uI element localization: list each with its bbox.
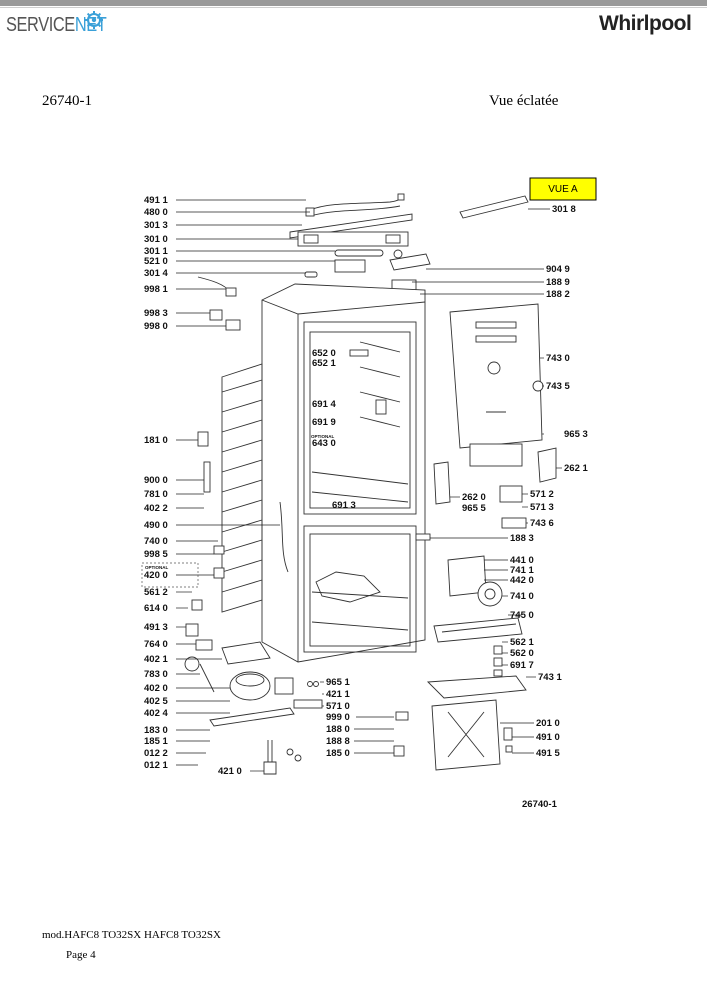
part-label: 691 3: [332, 500, 356, 511]
part-label: 301 1: [144, 246, 168, 257]
part-label: 188 9: [546, 277, 570, 288]
part-label: 262 1: [564, 463, 588, 474]
part-label: 402 0: [144, 683, 168, 694]
part-label: 181 0: [144, 435, 168, 446]
part-label: 741 0: [510, 591, 534, 602]
part-label: 491 5: [536, 748, 560, 759]
part-label: 185 1: [144, 736, 168, 747]
part-label: 998 3: [144, 308, 168, 319]
part-label: 743 6: [530, 518, 554, 529]
part-label: 691 7: [510, 660, 534, 671]
drawing-reference: 26740-1: [522, 799, 558, 810]
part-label: 012 2: [144, 748, 168, 759]
header-rule: [0, 7, 707, 8]
part-label: 491 0: [536, 732, 560, 743]
part-label: 442 0: [510, 575, 534, 586]
part-label: 402 4: [144, 708, 168, 719]
part-label: 420 0: [144, 570, 168, 581]
part-label: 614 0: [144, 603, 168, 614]
header-bar: [0, 0, 707, 6]
part-label: 745 0: [510, 610, 534, 621]
part-label: 691 4: [312, 399, 336, 410]
part-label: 188 8: [326, 736, 350, 747]
optional-box: [141, 562, 199, 588]
leader-lines-left: [176, 199, 335, 772]
part-label: 188 3: [510, 533, 534, 544]
part-label: 421 1: [326, 689, 350, 700]
part-label: 571 0: [326, 701, 350, 712]
whirlpool-logo: Whirlpool: [599, 12, 692, 35]
part-label: 402 1: [144, 654, 168, 665]
condenser-coil: [184, 363, 289, 672]
part-label: 741 1: [510, 565, 534, 576]
fan-heater: [393, 555, 527, 771]
part-label: 691 9: [312, 417, 336, 428]
part-label: 965 3: [564, 429, 588, 440]
view-badge: VUE A: [548, 184, 578, 195]
part-label: 562 1: [510, 637, 534, 648]
part-label: 998 1: [144, 284, 168, 295]
part-label: 012 1: [144, 760, 168, 771]
part-label: 301 8: [552, 204, 576, 215]
part-label: 743 0: [546, 353, 570, 364]
right-callouts: 301 8 904 9 188 9 188 2 743 0 743 5 965 …: [462, 204, 588, 759]
part-label: 183 0: [144, 725, 168, 736]
view-badge-box: [529, 177, 597, 201]
optional-label: OPTIONAL: [145, 565, 169, 570]
part-label: 999 0: [326, 712, 350, 723]
page-number: Page 4: [66, 949, 96, 961]
part-label: 900 0: [144, 475, 168, 486]
part-label: 188 2: [546, 289, 570, 300]
model-reference: mod.HAFC8 TO32SX HAFC8 TO32SX: [42, 929, 221, 941]
optional-label: OPTIONAL: [311, 434, 335, 439]
bottom-callouts: 965 1 421 1 571 0 999 0 188 0 188 8 185 …: [326, 677, 350, 759]
part-label: 571 2: [530, 489, 554, 500]
part-label: 781 0: [144, 489, 168, 500]
part-label: 740 0: [144, 536, 168, 547]
part-label: 402 5: [144, 696, 168, 707]
part-label: 904 9: [546, 264, 570, 275]
part-label: 301 4: [144, 268, 168, 279]
part-label: 652 1: [312, 358, 336, 369]
part-label: 185 0: [326, 748, 350, 759]
part-label: 998 5: [144, 549, 168, 560]
leader-lines-right: [320, 208, 562, 754]
part-label: 491 1: [144, 195, 168, 206]
part-label: 301 3: [144, 220, 168, 231]
part-label: 571 3: [530, 502, 554, 513]
part-label: 301 0: [144, 234, 168, 245]
part-label: 643 0: [312, 438, 336, 449]
part-label: 743 1: [538, 672, 562, 683]
part-label: 521 0: [144, 256, 168, 267]
part-label: 965 5: [462, 503, 486, 514]
part-label: 562 0: [510, 648, 534, 659]
part-label: 743 5: [546, 381, 570, 392]
part-label: 965 1: [326, 677, 350, 688]
part-label: 783 0: [144, 669, 168, 680]
part-label: 262 0: [462, 492, 486, 503]
part-label: 998 0: [144, 321, 168, 332]
part-label: 188 0: [326, 724, 350, 735]
part-label: 480 0: [144, 207, 168, 218]
part-label: 764 0: [144, 639, 168, 650]
part-label: 652 0: [312, 348, 336, 359]
gear-icon: [85, 11, 103, 29]
inner-callouts: 652 0 652 1 691 4 691 9 643 0 691 3: [312, 348, 356, 511]
document-number: 26740-1: [42, 93, 92, 109]
exploded-view-diagram: VUE A: [141, 177, 597, 810]
cabinet: [261, 283, 426, 663]
compressor-area: [199, 641, 323, 775]
part-label: 561 2: [144, 587, 168, 598]
part-label: 490 0: [144, 520, 168, 531]
left-callouts: 491 1 480 0 301 3 301 0 301 1 521 0 301 …: [144, 195, 242, 777]
part-label: 201 0: [536, 718, 560, 729]
part-label: 491 3: [144, 622, 168, 633]
part-label: 441 0: [510, 555, 534, 566]
part-label: 421 0: [218, 766, 242, 777]
part-label: 402 2: [144, 503, 168, 514]
view-title: Vue éclatée: [489, 93, 559, 109]
